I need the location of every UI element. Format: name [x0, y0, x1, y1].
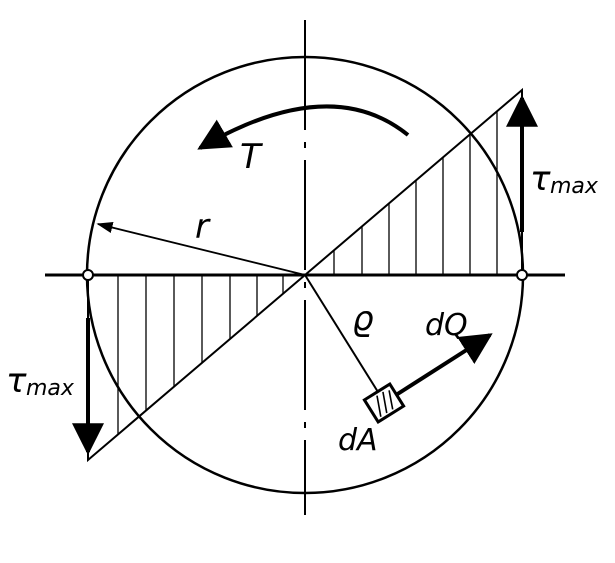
tau-subscript-left: max	[26, 376, 75, 401]
tau-max-label-right: τ max	[530, 159, 599, 199]
stress-distribution-right	[302, 87, 523, 276]
rho-line	[304, 274, 379, 393]
stress-distribution-left	[87, 274, 308, 463]
boundary-point-left	[82, 269, 94, 281]
hatch-lines-right	[333, 111, 498, 275]
dQ-label: dQ	[425, 308, 468, 343]
torque-label: T	[240, 137, 263, 177]
radius-line	[96, 221, 306, 276]
hatch-lines-left	[117, 275, 284, 435]
dQ-arrow	[394, 333, 493, 397]
rho-label: ϱ	[352, 299, 374, 339]
torque-arrow	[197, 104, 410, 150]
dA-element	[362, 381, 406, 425]
tau-symbol-left: τ	[6, 361, 27, 401]
tau-subscript-right: max	[550, 174, 599, 199]
boundary-point-right	[516, 269, 528, 281]
radius-label: r	[195, 207, 211, 247]
dA-label: dA	[338, 423, 378, 458]
tau-max-label-left: τ max	[6, 361, 75, 401]
tau-symbol-right: τ	[530, 159, 551, 199]
